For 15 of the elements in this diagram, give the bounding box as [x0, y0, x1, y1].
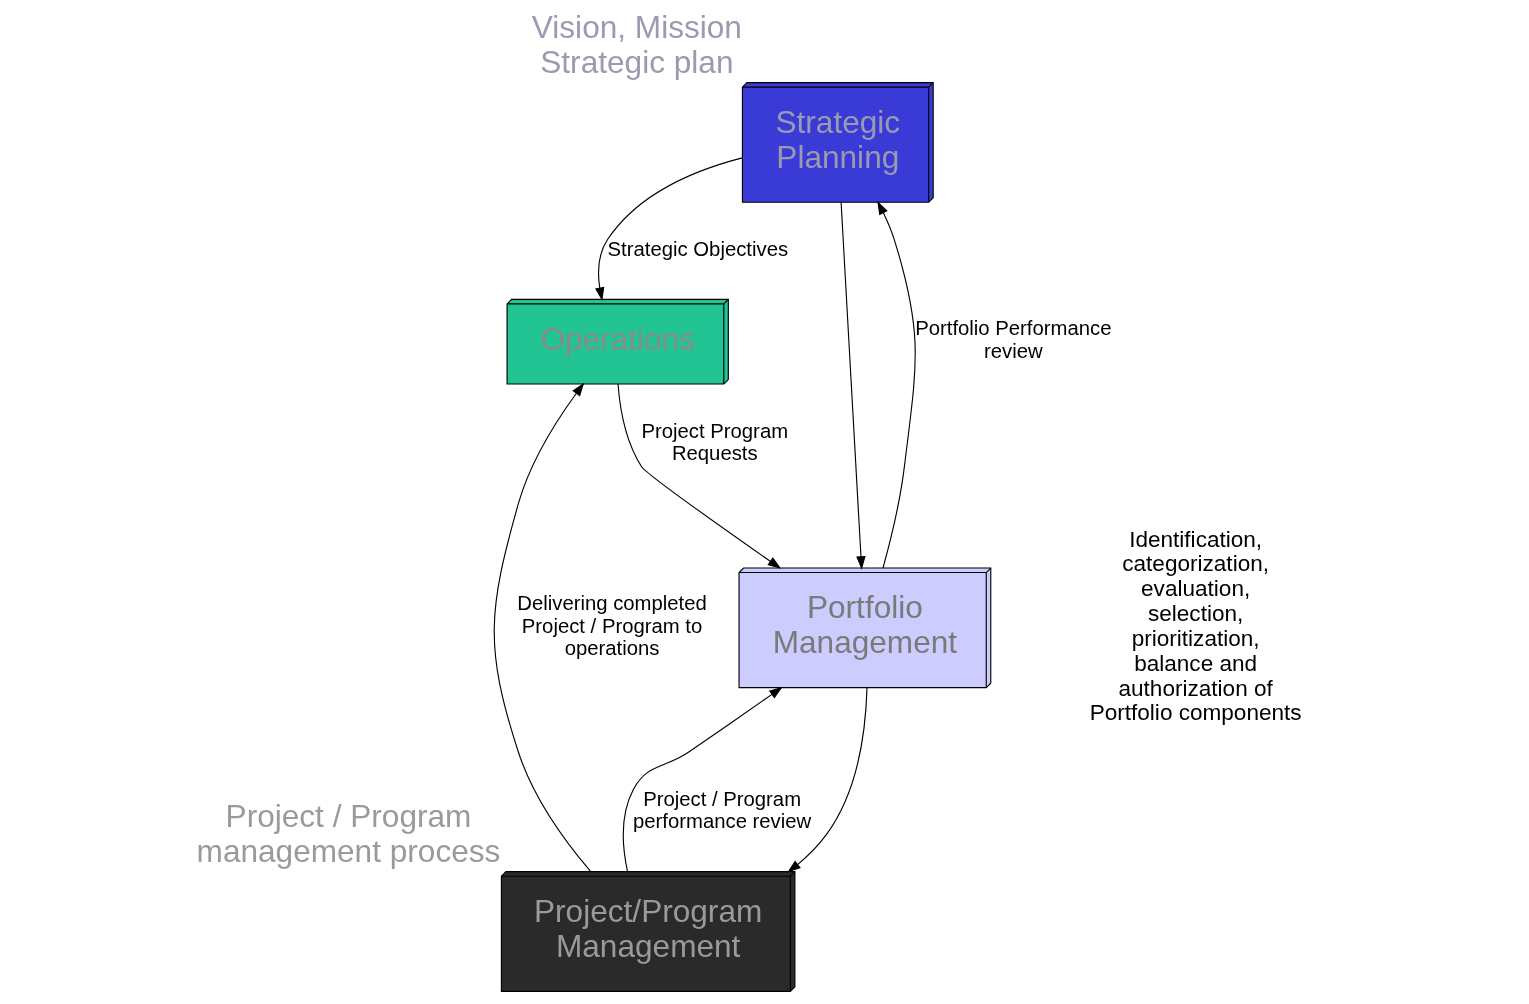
edge-label: Project / Program performance review — [632, 787, 811, 833]
node-label: Vision, Mission Strategic plan — [531, 8, 742, 80]
edge-label: Project Program Requests — [640, 419, 788, 465]
edge-label: Portfolio Performance review — [914, 317, 1111, 362]
arrow — [594, 157, 743, 301]
arrow — [622, 686, 783, 873]
node-label: Project / Program management process — [196, 797, 500, 869]
label: Identification, categorization, evaluation, selection, prioritization, balance and authorization of Portfolio components — [1089, 526, 1302, 726]
arrow — [840, 201, 866, 570]
arrow — [493, 382, 591, 873]
arrow — [616, 383, 781, 569]
edge-label: Delivering completed Project / Program to operations — [516, 592, 707, 660]
arrow — [876, 201, 916, 569]
arrow — [786, 687, 868, 873]
edge-label: Strategic Objectives — [607, 237, 788, 260]
